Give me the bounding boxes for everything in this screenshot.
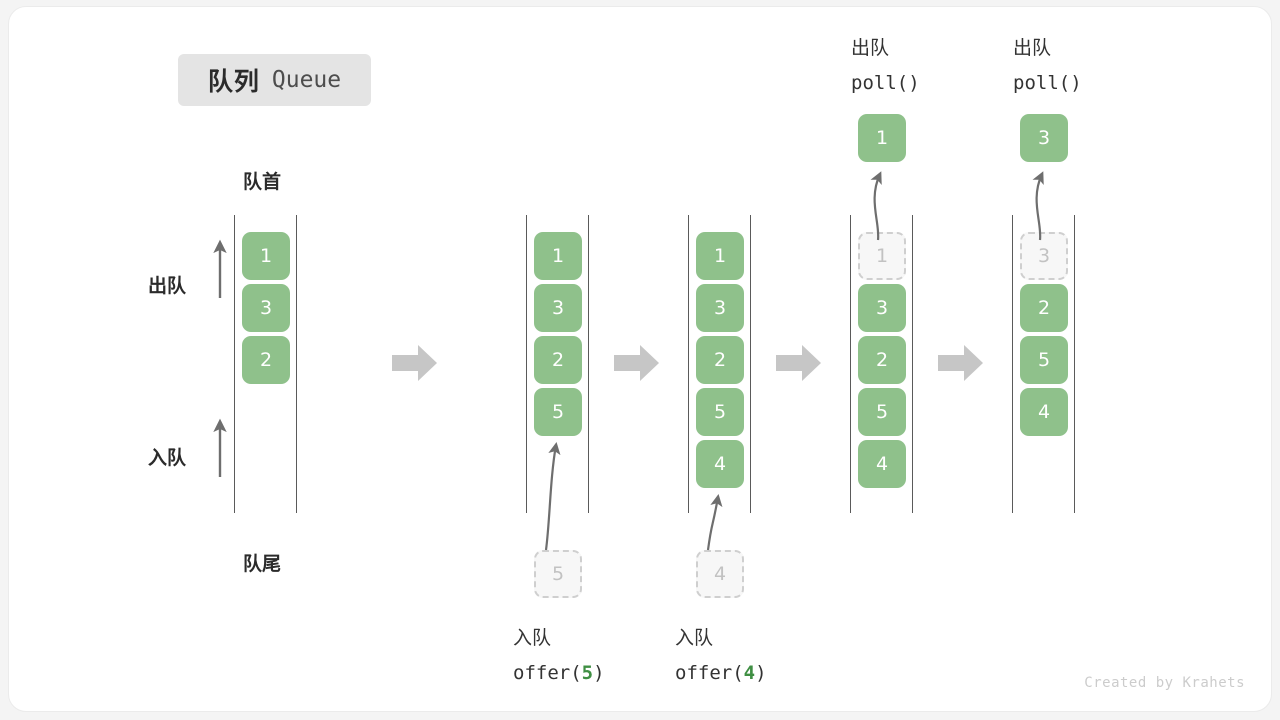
- offer-caption-code: offer(4): [675, 656, 767, 691]
- queue-tail-label: 队尾: [243, 553, 282, 575]
- credit-text: Created by Krahets: [1084, 675, 1245, 691]
- poll-caption-code: poll(): [851, 72, 920, 94]
- queue-rail-right: [912, 215, 913, 513]
- queue-cell: 4: [1020, 388, 1068, 436]
- queue-cell: 1: [242, 232, 290, 280]
- queue-rail-left: [850, 215, 851, 513]
- title-cjk: 队列: [207, 67, 260, 96]
- dequeued-element: 3: [1020, 114, 1068, 162]
- title-latin: Queue: [271, 67, 342, 93]
- queue-cell: 3: [242, 284, 290, 332]
- queue-cell: 2: [696, 336, 744, 384]
- poll-caption-cjk: 出队: [1013, 37, 1052, 59]
- queue-cell: 3: [534, 284, 582, 332]
- queue-cell-removed: 1: [858, 232, 906, 280]
- offer-code-prefix: offer(: [675, 662, 744, 684]
- queue-cell: 5: [696, 388, 744, 436]
- enqueue-direction-label: 入队: [148, 447, 187, 469]
- diagram-title-badge: 队列 Queue: [178, 54, 371, 106]
- queue-rail-right: [588, 215, 589, 513]
- incoming-element: 4: [696, 550, 744, 598]
- offer-code-prefix: offer(: [513, 662, 582, 684]
- offer-caption: 入队 offer(5): [513, 621, 605, 691]
- queue-cell: 3: [858, 284, 906, 332]
- offer-code-suffix: ): [755, 662, 767, 684]
- queue-cell: 2: [1020, 284, 1068, 332]
- dequeued-element: 1: [858, 114, 906, 162]
- queue-cell: 1: [696, 232, 744, 280]
- queue-cell: 5: [534, 388, 582, 436]
- queue-cell: 3: [696, 284, 744, 332]
- queue-rail-left: [1012, 215, 1013, 513]
- queue-cell: 1: [534, 232, 582, 280]
- queue-cell: 5: [1020, 336, 1068, 384]
- queue-rail-left: [688, 215, 689, 513]
- offer-code-argument: 5: [581, 662, 594, 684]
- queue-rail-right: [1074, 215, 1075, 513]
- offer-caption: 入队 offer(4): [675, 621, 767, 691]
- step-transition-arrow-1: [392, 345, 437, 381]
- queue-cell: 4: [696, 440, 744, 488]
- queue-head-label: 队首: [243, 171, 282, 193]
- queue-cell: 2: [242, 336, 290, 384]
- queue-cell: 2: [858, 336, 906, 384]
- poll-caption-cjk: 出队: [851, 37, 890, 59]
- offer-caption-cjk: 入队: [675, 627, 714, 649]
- poll-caption: 出队 poll(): [1013, 31, 1082, 101]
- offer-caption-cjk: 入队: [513, 627, 552, 649]
- incoming-element: 5: [534, 550, 582, 598]
- queue-rail-right: [296, 215, 297, 513]
- queue-rail-right: [750, 215, 751, 513]
- queue-cell: 2: [534, 336, 582, 384]
- poll-caption: 出队 poll(): [851, 31, 920, 101]
- queue-rail-left: [526, 215, 527, 513]
- queue-cell-removed: 3: [1020, 232, 1068, 280]
- queue-rail-left: [234, 215, 235, 513]
- queue-cell: 5: [858, 388, 906, 436]
- queue-cell: 4: [858, 440, 906, 488]
- poll-caption-code: poll(): [1013, 72, 1082, 94]
- offer-caption-code: offer(5): [513, 656, 605, 691]
- dequeue-direction-label: 出队: [148, 275, 187, 297]
- offer-code-argument: 4: [743, 662, 756, 684]
- offer-code-suffix: ): [593, 662, 605, 684]
